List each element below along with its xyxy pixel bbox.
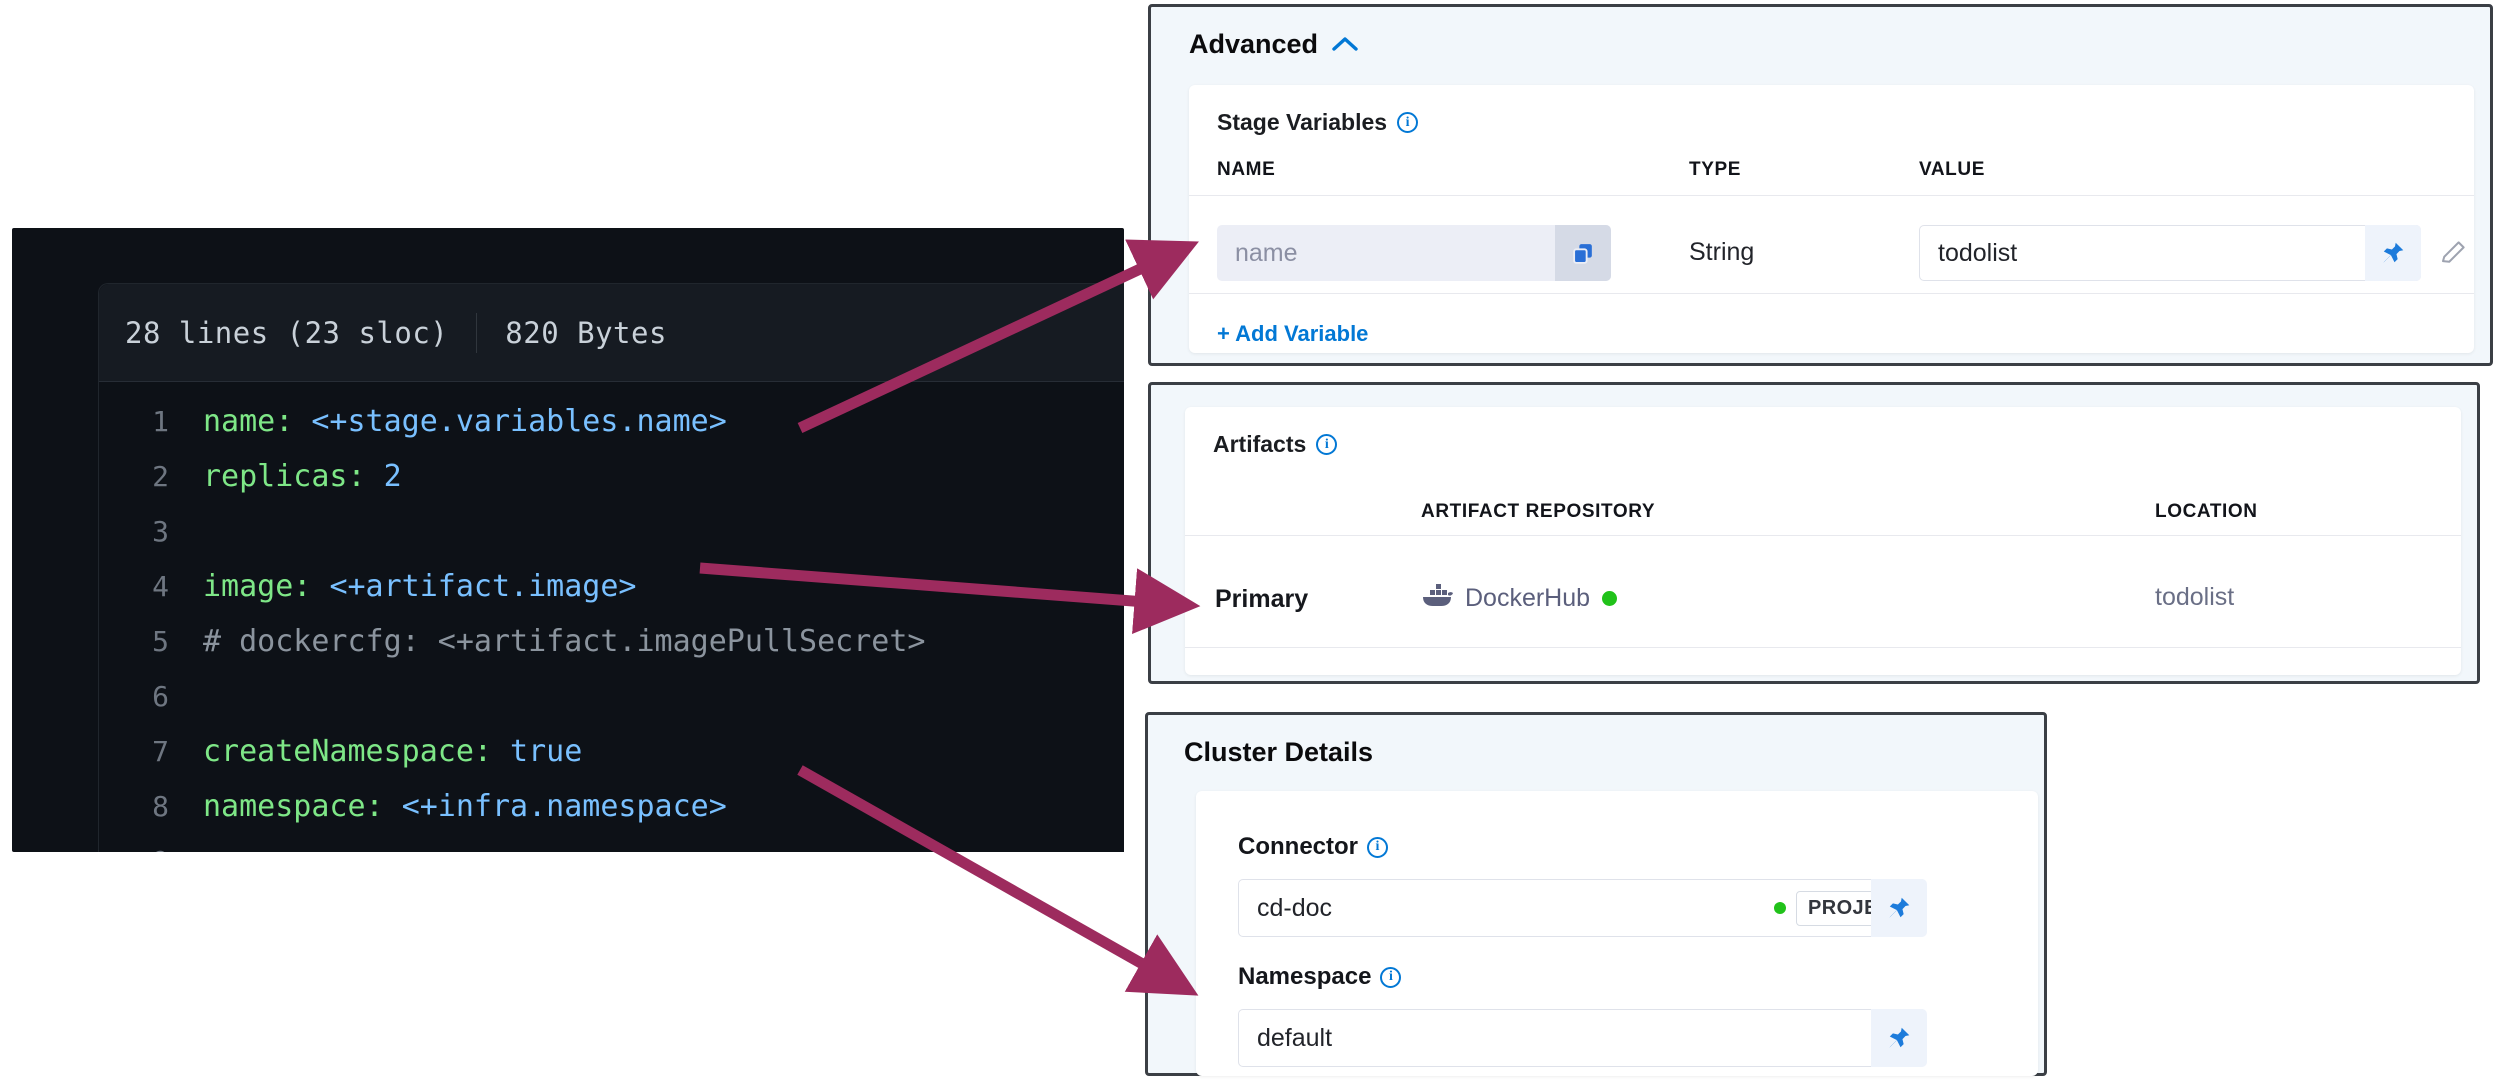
code-viewer-header: 28 lines (23 sloc) 820 Bytes xyxy=(99,284,1124,382)
info-icon[interactable]: i xyxy=(1367,836,1388,858)
stage-variables-label: Stage Variables xyxy=(1217,109,1388,135)
header-divider xyxy=(476,312,478,353)
line-number: 8 xyxy=(152,790,169,823)
artifact-repository-name: DockerHub xyxy=(1465,584,1591,612)
code-line-text: name: <+stage.variables.name> xyxy=(203,404,727,439)
code-line: 8 namespace: <+infra.namespace> xyxy=(99,779,1124,834)
delete-icon[interactable] xyxy=(2495,231,2501,275)
namespace-label: Namespace xyxy=(1238,963,1372,990)
code-line: 1 name: <+stage.variables.name> xyxy=(99,394,1124,449)
pin-icon[interactable] xyxy=(1871,1009,1927,1067)
table-row-divider xyxy=(1185,647,2461,648)
variable-value-text: todolist xyxy=(1938,238,2018,267)
artifact-location: todolist xyxy=(2155,583,2235,611)
line-number: 6 xyxy=(152,680,169,713)
info-icon[interactable]: i xyxy=(1380,966,1402,988)
info-icon[interactable]: i xyxy=(1316,434,1338,455)
pin-icon[interactable] xyxy=(2365,225,2421,281)
column-header-type: TYPE xyxy=(1689,159,1742,180)
table-header-divider xyxy=(1185,535,2461,536)
info-icon[interactable]: i xyxy=(1397,112,1419,133)
connector-status-dot-icon xyxy=(1774,902,1786,914)
code-line: 2 replicas: 2 xyxy=(99,449,1124,504)
status-dot-icon xyxy=(1602,591,1618,606)
stage-variables-card: Stage Variables i NAME TYPE VALUE name S… xyxy=(1189,85,2474,353)
connector-label: Connector xyxy=(1238,833,1358,860)
code-line: 6 xyxy=(99,669,1124,724)
line-number: 5 xyxy=(152,625,169,658)
code-line: 7 createNamespace: true xyxy=(99,724,1124,779)
code-viewer-panel: 28 lines (23 sloc) 820 Bytes 1 name: <+st… xyxy=(12,228,1124,852)
artifacts-section-panel: Artifacts i ARTIFACT REPOSITORY LOCATION… xyxy=(1148,382,2480,684)
table-header-divider xyxy=(1189,195,2474,196)
code-lines-container[interactable]: 1 name: <+stage.variables.name> 2 replicas:… xyxy=(99,382,1124,852)
pin-icon[interactable] xyxy=(1871,879,1927,937)
column-header-name: NAME xyxy=(1217,159,1276,180)
variable-name-input[interactable]: name xyxy=(1217,225,1611,281)
code-viewer-body: 28 lines (23 sloc) 820 Bytes 1 name: <+st… xyxy=(98,283,1124,852)
artifacts-card: Artifacts i ARTIFACT REPOSITORY LOCATION… xyxy=(1185,407,2461,675)
advanced-title: Advanced xyxy=(1189,29,1319,59)
cluster-details-title: Cluster Details xyxy=(1184,737,1374,767)
line-number: 7 xyxy=(152,735,169,768)
artifacts-label-row: Artifacts i xyxy=(1213,431,1338,458)
namespace-input[interactable]: default xyxy=(1238,1009,1926,1067)
line-number: 2 xyxy=(152,460,169,493)
code-line: 3 xyxy=(99,504,1124,559)
docker-whale-icon xyxy=(1421,582,1453,615)
line-number: 9 xyxy=(99,834,203,852)
variable-name-placeholder: name xyxy=(1235,238,1298,267)
code-line-text: createNamespace: true xyxy=(203,734,583,769)
connector-value: cd-doc xyxy=(1257,893,1333,922)
line-number: 4 xyxy=(152,570,169,603)
code-line: 5 # dockercfg: <+artifact.imagePullSecret… xyxy=(99,614,1124,669)
line-number: 3 xyxy=(152,515,169,548)
copy-icon[interactable] xyxy=(1555,225,1611,281)
namespace-label-row: Namespace i xyxy=(1238,963,1402,991)
table-row-divider xyxy=(1189,293,2474,294)
column-header-artifact-repository: ARTIFACT REPOSITORY xyxy=(1421,501,1656,522)
chevron-up-icon[interactable] xyxy=(1332,34,1358,56)
code-line: 9 xyxy=(99,834,1124,852)
code-line: 4 image: <+artifact.image> xyxy=(99,559,1124,614)
column-header-value: VALUE xyxy=(1919,159,1985,180)
variable-type-value: String xyxy=(1689,238,1755,266)
advanced-section-panel: Advanced Stage Variables i NAME TYPE VAL… xyxy=(1148,4,2493,366)
connector-label-row: Connector i xyxy=(1238,833,1388,861)
cluster-details-panel: Cluster Details Connector i cd-doc PROJE… xyxy=(1145,712,2047,1076)
add-variable-link[interactable]: + Add Variable xyxy=(1217,321,1369,346)
artifacts-label: Artifacts xyxy=(1213,431,1307,457)
edit-icon[interactable] xyxy=(2431,231,2475,275)
cluster-details-card: Connector i cd-doc PROJECT Namespace i d… xyxy=(1196,791,2038,1076)
artifact-repository-cell[interactable]: DockerHub xyxy=(1421,582,1618,615)
column-header-location: LOCATION xyxy=(2155,501,2258,522)
stage-variables-label-row: Stage Variables i xyxy=(1217,109,1419,136)
code-line-text: # dockercfg: <+artifact.imagePullSecret> xyxy=(203,624,926,659)
code-line-text: replicas: 2 xyxy=(203,459,402,494)
namespace-value: default xyxy=(1257,1023,1333,1052)
code-size-meta: 820 Bytes xyxy=(505,315,667,350)
advanced-header[interactable]: Advanced xyxy=(1189,29,1358,60)
variable-value-input[interactable]: todolist xyxy=(1919,225,2421,281)
code-lines-meta: 28 lines (23 sloc) xyxy=(125,315,449,350)
code-line-text: image: <+artifact.image> xyxy=(203,569,637,604)
artifact-kind: Primary xyxy=(1215,585,1309,613)
line-number: 1 xyxy=(152,405,169,438)
code-line-text: namespace: <+infra.namespace> xyxy=(203,789,727,824)
